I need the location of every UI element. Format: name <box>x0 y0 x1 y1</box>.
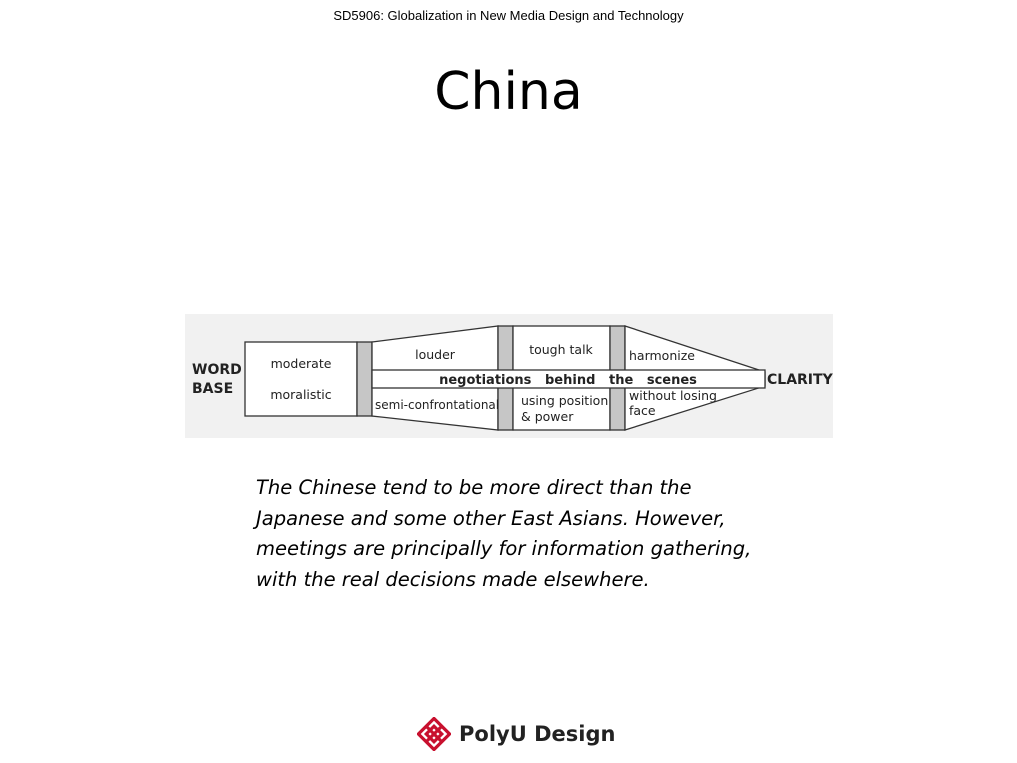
body-paragraph: The Chinese tend to be more direct than … <box>256 473 816 595</box>
box3-bottom-text-2: & power <box>521 409 574 424</box>
box1-top-text: moderate <box>271 356 332 371</box>
label-base: BASE <box>192 381 233 397</box>
label-word: WORD <box>192 362 242 378</box>
box4-top-text: harmonize <box>629 348 695 363</box>
polyu-logo-icon <box>417 717 451 751</box>
course-header: SD5906: Globalization in New Media Desig… <box>333 8 684 23</box>
box2-top-text: louder <box>415 347 456 362</box>
body-line-3: meetings are principally for information… <box>256 537 752 560</box>
communication-pattern-diagram: WORD BASE CLARITY moderate moralistic lo… <box>185 314 833 438</box>
body-line-2: Japanese and some other East Asians. How… <box>256 506 726 530</box>
box4-bottom-text-2: face <box>629 403 656 418</box>
diagram-svg: WORD BASE CLARITY moderate moralistic lo… <box>192 325 833 431</box>
box3-bottom-text-1: using position <box>521 393 608 408</box>
box3-top-text: tough talk <box>529 342 593 357</box>
box4-bottom-text-1: without losing <box>629 388 717 403</box>
box2-bottom-text: semi-confrontational <box>375 398 499 412</box>
diagram-divider-1 <box>356 341 373 417</box>
band-text: negotiations behind the scenes <box>439 373 697 388</box>
diagram-box-1 <box>244 341 358 417</box>
body-line-1: The Chinese tend to be more direct than … <box>256 476 692 499</box>
box1-bottom-text: moralistic <box>270 387 331 402</box>
logo-text: PolyU Design <box>459 722 616 746</box>
slide-title: China <box>434 62 583 122</box>
diagram-band <box>371 369 766 389</box>
body-line-4: with the real decisions made elsewhere. <box>256 567 650 591</box>
label-clarity: CLARITY <box>767 372 833 388</box>
polyu-design-logo: PolyU Design <box>417 716 615 752</box>
